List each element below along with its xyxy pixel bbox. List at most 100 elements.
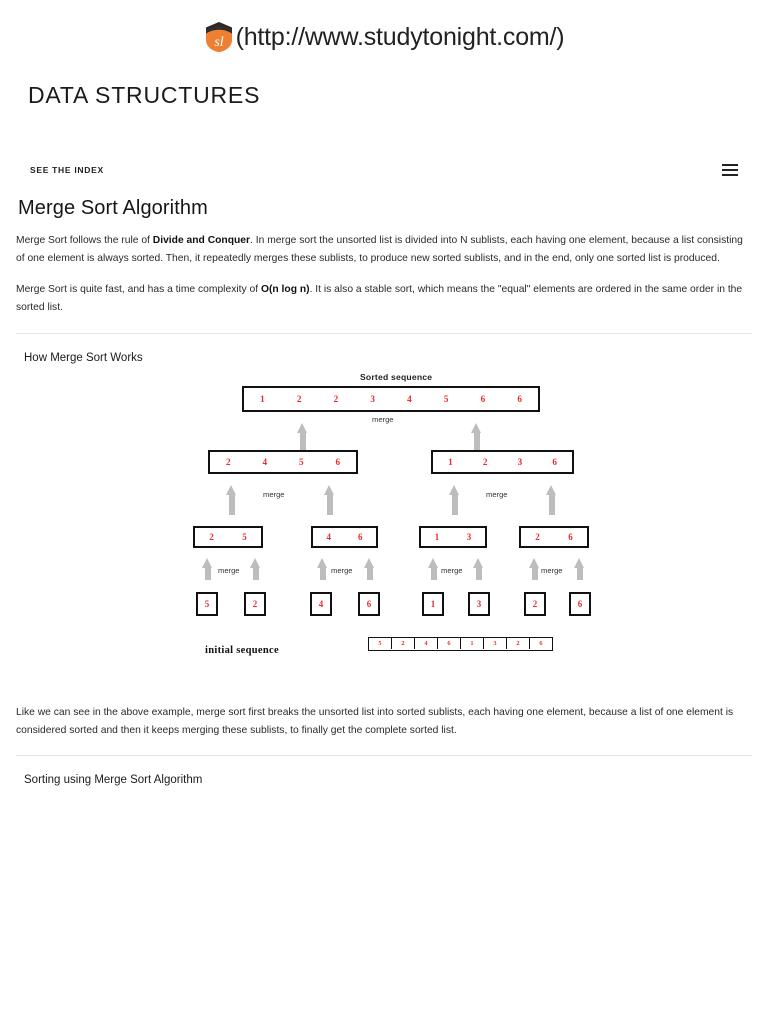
merge-arrow-up xyxy=(317,557,328,580)
cell-value: 5 xyxy=(242,531,247,542)
single-element-box: 2 xyxy=(244,591,266,616)
para2-text-a: Merge Sort is quite fast, and has a time… xyxy=(16,284,261,296)
hamburger-bar xyxy=(722,163,738,166)
cell-value: 6 xyxy=(539,640,543,648)
merge-arrow-up xyxy=(364,557,375,580)
studytonight-shield-logo-icon: sl xyxy=(205,22,232,53)
merge-label: merge xyxy=(218,565,240,575)
cell-value: 3 xyxy=(484,638,507,650)
merge-label: merge xyxy=(486,489,508,499)
single-element-box: 3 xyxy=(468,591,490,616)
pair-box: 4 6 xyxy=(311,525,378,548)
page-title: Merge Sort Algorithm xyxy=(18,197,208,219)
merge-arrow-up xyxy=(297,422,308,453)
merge-arrow-up xyxy=(529,557,540,580)
cell-value: 2 xyxy=(252,598,258,609)
single-element-box: 6 xyxy=(358,591,380,616)
merge-arrow-up xyxy=(250,557,261,580)
divider xyxy=(16,755,752,757)
merge-arrow-up xyxy=(324,484,335,515)
cell-value: 4 xyxy=(262,456,268,467)
merge-sort-diagram: Sorted sequence initial sequence 1 2 2 3… xyxy=(16,370,752,700)
cell-value: 3 xyxy=(476,598,482,609)
cell-value: 2 xyxy=(535,531,540,542)
merge-label: merge xyxy=(372,414,394,424)
cell-value: 5 xyxy=(369,638,392,650)
hamburger-bar xyxy=(722,174,738,177)
cell-value: 1 xyxy=(461,638,484,650)
pair-box: 2 6 xyxy=(519,525,589,548)
para1-text-a: Merge Sort follows the rule of xyxy=(16,235,153,246)
cell-value: 6 xyxy=(366,598,372,609)
paragraph-complexity: Merge Sort is quite fast, and has a time… xyxy=(16,281,752,316)
complexity-term: O(n log n) xyxy=(260,284,310,296)
cell-value: 6 xyxy=(335,456,341,467)
merge-label: merge xyxy=(441,565,463,575)
site-header: sl (http://www.studytonight.com/) xyxy=(0,0,768,56)
merge-label: merge xyxy=(541,565,563,575)
hamburger-menu-icon[interactable] xyxy=(722,163,738,177)
merge-arrow-up xyxy=(449,484,460,515)
initial-sequence-label: initial sequence xyxy=(205,644,279,656)
cell-value: 6 xyxy=(438,638,461,650)
section-heading-how-merge-sort-works: How Merge Sort Works xyxy=(24,351,143,364)
paragraph-intro: Merge Sort follows the rule of Divide an… xyxy=(16,232,752,267)
merge-arrow-up xyxy=(428,557,439,580)
pair-box: 1 3 xyxy=(419,525,487,548)
divider xyxy=(16,332,752,334)
cell-value: 2 xyxy=(482,456,488,467)
cell-value: 2 xyxy=(532,598,538,609)
initial-sequence-strip: 5 2 4 6 1 3 2 6 xyxy=(368,636,553,651)
sorted-sequence-label: Sorted sequence xyxy=(360,371,433,382)
index-bar: SEE THE INDEX xyxy=(0,157,768,183)
svg-text:sl: sl xyxy=(214,35,223,50)
see-the-index-link[interactable]: SEE THE INDEX xyxy=(30,165,104,175)
cell-value: 2 xyxy=(296,393,302,404)
section-heading-sorting-using-merge-sort: Sorting using Merge Sort Algorithm xyxy=(24,774,203,787)
cell-value: 5 xyxy=(298,456,304,467)
cell-value: 1 xyxy=(434,531,440,542)
cell-value: 2 xyxy=(333,393,339,404)
single-element-box: 2 xyxy=(524,591,546,616)
sublist-box: 1 2 3 6 xyxy=(431,449,574,474)
cell-value: 6 xyxy=(358,531,363,542)
cell-value: 3 xyxy=(370,393,375,404)
divide-and-conquer-term: Divide and Conquer xyxy=(152,235,251,246)
cell-value: 1 xyxy=(260,393,265,404)
merge-arrow-up xyxy=(202,557,213,580)
cell-value: 4 xyxy=(407,393,412,404)
single-element-box: 6 xyxy=(569,591,591,616)
cell-value: 6 xyxy=(568,531,573,542)
cell-value: 2 xyxy=(507,638,530,650)
sublist-box: 2 4 5 6 xyxy=(208,449,358,474)
single-element-box: 1 xyxy=(422,591,444,616)
site-url-text: (http://www.studytonight.com/) xyxy=(235,22,565,51)
article-body: Merge Sort Algorithm Merge Sort follows … xyxy=(0,197,768,786)
cell-value: 4 xyxy=(318,598,324,609)
cell-value: 6 xyxy=(552,456,557,467)
pair-box: 2 5 xyxy=(193,525,263,548)
cell-value: 2 xyxy=(225,456,231,467)
cell-value: 1 xyxy=(448,456,453,467)
merge-arrow-up xyxy=(471,422,482,453)
cell-value: 3 xyxy=(517,456,523,467)
merge-arrow-up xyxy=(546,484,557,515)
cell-value: 2 xyxy=(392,638,415,650)
cell-value: 5 xyxy=(204,598,210,609)
paragraph-summary: Like we can see in the above example, me… xyxy=(16,706,734,736)
cell-value: 6 xyxy=(480,393,486,404)
merge-label: merge xyxy=(263,489,285,499)
cell-value: 1 xyxy=(430,598,436,609)
single-element-box: 5 xyxy=(196,591,218,616)
cell-value: 5 xyxy=(443,393,449,404)
merge-arrow-up xyxy=(473,557,484,580)
cell-value: 3 xyxy=(466,531,472,542)
merge-label: merge xyxy=(331,565,353,575)
sorted-array-box: 1 2 2 3 4 5 6 6 xyxy=(242,385,540,412)
para2-text-b: . It is also a stable sort, which means … xyxy=(16,284,743,314)
merge-arrow-up xyxy=(226,484,237,515)
site-logo-link[interactable]: sl (http://www.studytonight.com/) xyxy=(204,21,565,53)
cell-value: 6 xyxy=(577,598,583,609)
hamburger-bar xyxy=(722,168,738,172)
